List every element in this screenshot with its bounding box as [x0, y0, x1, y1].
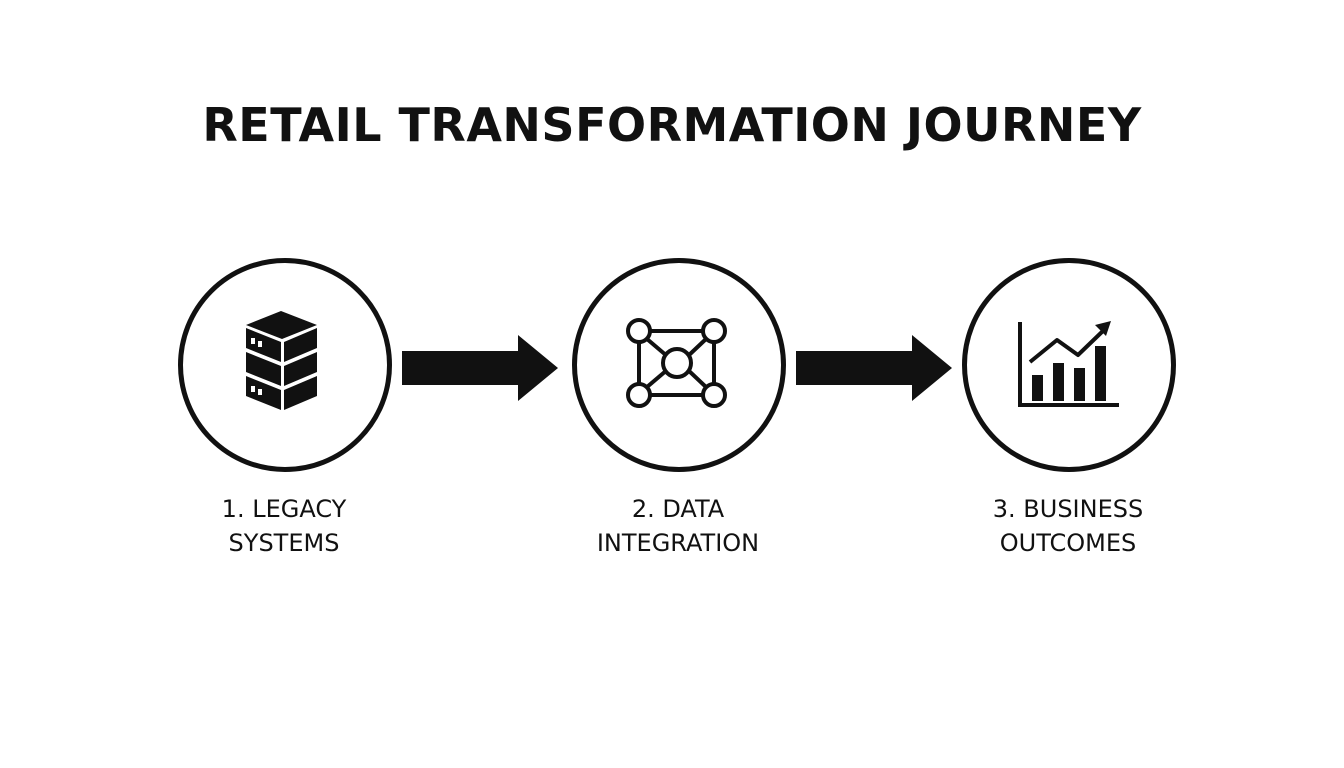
step-label-line2: SYSTEMS — [228, 529, 340, 557]
network-nodes-icon — [626, 318, 727, 408]
step-label-line1: 1. LEGACY — [221, 495, 347, 523]
step-label: 3. BUSINESS OUTCOMES — [928, 492, 1208, 560]
step-data-integration: 2. DATA INTEGRATION — [572, 258, 786, 557]
step-label: 1. LEGACY SYSTEMS — [144, 492, 424, 560]
step-label-line1: 2. DATA — [631, 495, 725, 523]
growth-chart-icon — [1018, 321, 1119, 407]
step-label: 2. DATA INTEGRATION — [538, 492, 818, 560]
step-label-line2: OUTCOMES — [999, 529, 1137, 557]
step-label-line1: 3. BUSINESS — [992, 495, 1144, 523]
flow-arrow-2 — [796, 335, 952, 401]
flow-arrow-1 — [402, 335, 558, 401]
step-circle — [178, 258, 392, 472]
step-circle — [962, 258, 1176, 472]
step-business-outcomes: 3. BUSINESS OUTCOMES — [962, 258, 1176, 557]
diagram-title: RETAIL TRANSFORMATION JOURNEY — [202, 98, 1142, 152]
server-stack-icon — [246, 311, 317, 410]
step-legacy-systems: 1. LEGACY SYSTEMS — [178, 258, 392, 557]
step-label-line2: INTEGRATION — [596, 529, 760, 557]
